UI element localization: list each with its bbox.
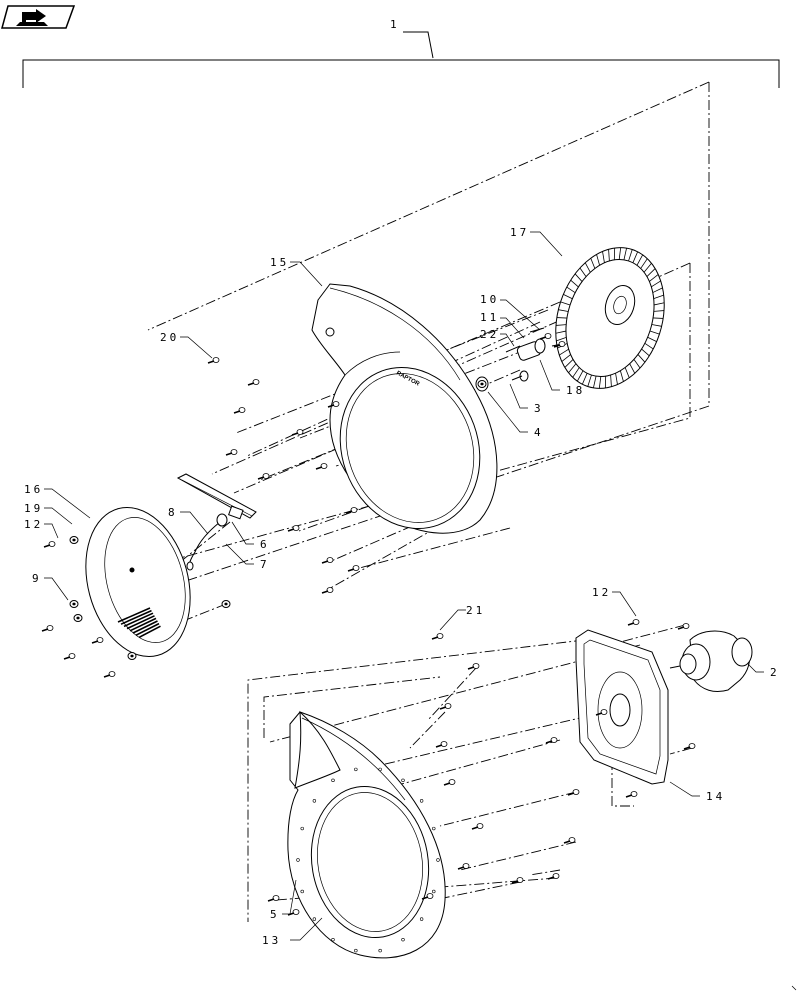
screw <box>553 341 566 348</box>
callout-11: 11 <box>480 311 499 324</box>
motor-plate <box>176 473 257 571</box>
screw <box>287 525 300 532</box>
screw <box>439 703 452 710</box>
callout-14: 14 <box>706 790 725 803</box>
screw <box>471 823 484 830</box>
return-arrow-icon[interactable] <box>1 5 76 29</box>
screw <box>43 541 56 548</box>
callout-17: 17 <box>510 226 529 239</box>
screw <box>547 873 560 880</box>
screw <box>41 625 54 632</box>
hub-assembly <box>475 327 563 392</box>
callout-15: 15 <box>270 256 289 269</box>
callout-22: 22 <box>480 328 499 341</box>
leader-lines <box>44 231 764 941</box>
callout-7: 7 <box>260 558 270 571</box>
screw <box>91 637 104 644</box>
screw <box>247 379 260 386</box>
screw <box>225 449 238 456</box>
screw <box>327 401 340 408</box>
callout-5: 5 <box>270 908 280 921</box>
screw <box>677 623 690 630</box>
screw <box>207 357 220 364</box>
screw <box>683 743 696 750</box>
callouts: 1 2 3 4 5 6 7 8 9 10 11 12 12 13 14 15 1… <box>24 18 780 947</box>
rear-cover <box>85 506 191 658</box>
callout-4: 4 <box>534 426 544 439</box>
callout-2: 2 <box>770 666 780 679</box>
motor-flange-plate <box>575 629 669 785</box>
screw <box>545 737 558 744</box>
callout-10: 10 <box>480 293 499 306</box>
callout-18: 18 <box>566 384 585 397</box>
upper-fan-housing: RAPTOR <box>311 283 498 534</box>
screw <box>539 333 552 340</box>
screw <box>457 863 470 870</box>
callout-13: 13 <box>262 934 281 947</box>
screw <box>595 709 608 716</box>
screw <box>257 473 270 480</box>
screw <box>103 671 116 678</box>
callout-6: 6 <box>260 538 270 551</box>
screw <box>431 633 444 640</box>
callout-19: 19 <box>24 502 43 515</box>
screw <box>315 463 328 470</box>
callout-16: 16 <box>24 483 43 496</box>
screw <box>321 557 334 564</box>
screw <box>267 895 280 902</box>
fasteners <box>41 333 696 916</box>
callout-12-right: 12 <box>592 586 611 599</box>
callout-3: 3 <box>534 402 544 415</box>
callout-9: 9 <box>32 572 42 585</box>
screw <box>233 407 246 414</box>
callout-1: 1 <box>390 18 400 31</box>
screw <box>345 507 358 514</box>
callout-20: 20 <box>160 331 179 344</box>
fan-wheel <box>555 247 665 389</box>
screw <box>443 779 456 786</box>
screw <box>435 741 448 748</box>
callout-8: 8 <box>168 506 178 519</box>
drive-motor <box>669 630 753 693</box>
screw <box>287 909 300 916</box>
screw <box>421 893 434 900</box>
screw <box>291 429 304 436</box>
screw <box>321 587 334 594</box>
screw <box>467 663 480 670</box>
screw <box>627 619 640 626</box>
corner-mark <box>791 985 797 991</box>
lower-fan-housing <box>287 710 446 959</box>
callout-21: 21 <box>466 604 485 617</box>
screw <box>63 653 76 660</box>
callout-12-left: 12 <box>24 518 43 531</box>
screw <box>567 789 580 796</box>
screw <box>511 877 524 884</box>
assembly-bracket <box>22 31 780 88</box>
screw <box>347 565 360 572</box>
screw <box>563 837 576 844</box>
screw <box>625 791 638 798</box>
